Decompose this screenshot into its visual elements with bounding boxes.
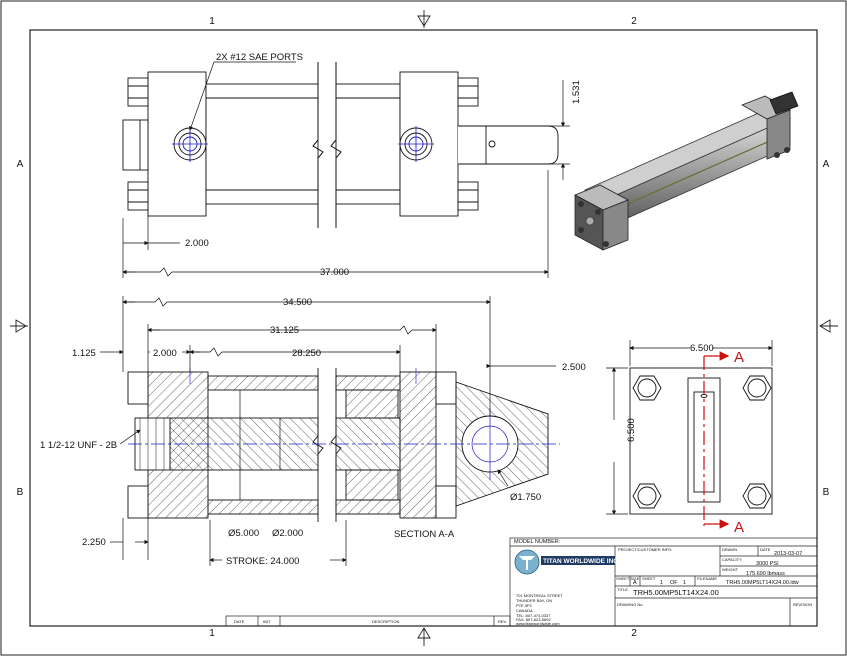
port-callout: 2X #12 SAE PORTS: [216, 52, 303, 63]
address-line-3: P7E 3P2: [516, 603, 533, 608]
dim-overall-37000: 37.000: [320, 267, 349, 278]
end-view: [629, 367, 773, 515]
section-mark-bottom: A: [734, 519, 744, 536]
address-line-6: FAX: 807-623-5692: [516, 617, 551, 622]
title-label: TITLE: [617, 587, 628, 592]
sheet-size-label: SHEET SIZE: [616, 576, 640, 581]
dim-2250: 2.250: [82, 537, 106, 548]
rev-header-description: DESCRIPTION: [372, 619, 399, 624]
date-label: DATE: [760, 547, 771, 552]
section-label: SECTION A-A: [394, 529, 455, 540]
sheet-size-value: A: [633, 580, 637, 586]
dim-bore: Ø5.000: [228, 528, 259, 539]
zone-col-1-bottom: 1: [209, 628, 215, 639]
section-mark-top: A: [734, 349, 744, 366]
address-line-2: THUNDER BAY, ON: [516, 598, 552, 603]
titan-logo-icon: [519, 556, 535, 570]
zone-row-b-left: B: [17, 487, 24, 498]
dim-2000-section: 2.000: [153, 348, 177, 359]
zone-markers: 1 2 1 2 A B A B: [10, 10, 838, 646]
address-line-1: 701 MONTREAL STREET: [516, 593, 563, 598]
top-view-dimensions: [122, 61, 570, 278]
weight-label: WEIGHT: [722, 567, 739, 572]
dim-2500: 2.500: [562, 362, 586, 373]
top-view: [122, 62, 559, 228]
section-view: [127, 368, 560, 522]
title-block: [225, 537, 818, 627]
sheet-value: 1: [660, 580, 663, 586]
weight-value: 175.690 lbmass: [746, 571, 785, 577]
rev-header-rev: REV.: [498, 619, 507, 624]
section-cut-line: [703, 351, 730, 529]
model-number-label: MODEL NUMBER:: [514, 539, 561, 545]
capacity-label: CAPACITY: [722, 557, 742, 562]
dim-end-width: 6.500: [690, 343, 714, 354]
thread-callout: 1 1/2-12 UNF - 2B: [40, 440, 117, 451]
address-line-7: www.titanworldwide.com: [516, 621, 560, 626]
filename-value: TRH5.00MP5LT14X24.00.idw: [726, 580, 799, 586]
of-label: OF: [670, 580, 678, 586]
dim-34500: 34.500: [283, 297, 312, 308]
zone-col-2-top: 2: [631, 16, 637, 27]
center-mark-top-icon: [417, 10, 431, 28]
center-mark-bottom-icon: [417, 627, 431, 646]
revision-label: REVISION: [793, 602, 812, 607]
date-value: 2013-03-07: [774, 551, 802, 557]
rev-header-date: DATE: [234, 619, 245, 624]
dim-1125: 1.125: [72, 348, 96, 359]
zone-row-a-right: A: [823, 159, 830, 170]
zone-col-1-top: 1: [209, 16, 215, 27]
dim-28250: 28.250: [292, 348, 321, 359]
drawing-no-label: DRAWING No.: [617, 602, 644, 607]
end-view-dimensions: [606, 340, 773, 515]
capacity-value: 3000 PSI: [756, 561, 779, 567]
zone-col-2-bottom: 2: [631, 628, 637, 639]
dim-rod: Ø2.000: [272, 528, 303, 539]
zone-row-b-right: B: [823, 487, 830, 498]
isometric-view: [574, 91, 799, 251]
dim-pin: Ø1.750: [510, 492, 541, 503]
drawn-label: DRAWN: [722, 547, 737, 552]
center-mark-left-icon: [10, 319, 28, 333]
dim-height-1531: 1.531: [571, 80, 582, 104]
dim-31125: 31.125: [270, 325, 299, 336]
company-logo: [514, 549, 615, 575]
filename-label: FILENAME: [697, 576, 717, 581]
dim-end-height: 6.500: [626, 418, 637, 442]
title-value: TRH5.00MP5LT14X24.00: [633, 588, 719, 597]
company-name: TITAN WORLDWIDE INC.: [543, 558, 620, 565]
section-dimensions: [100, 296, 556, 566]
center-mark-right-icon: [819, 319, 838, 333]
dim-stroke: STROKE: 24.000: [226, 556, 299, 567]
project-label: PROJECT/CUSTOMER INFO:: [618, 547, 672, 552]
sheet-label: SHEET: [642, 576, 656, 581]
of-value: 1: [683, 580, 686, 586]
zone-row-a-left: A: [17, 159, 24, 170]
address-line-4: CANADA: [516, 608, 533, 613]
rev-header-init: INIT.: [263, 619, 271, 624]
dim-left-2000: 2.000: [185, 238, 209, 249]
address-line-5: TEL: 807-474-0337: [516, 613, 551, 618]
